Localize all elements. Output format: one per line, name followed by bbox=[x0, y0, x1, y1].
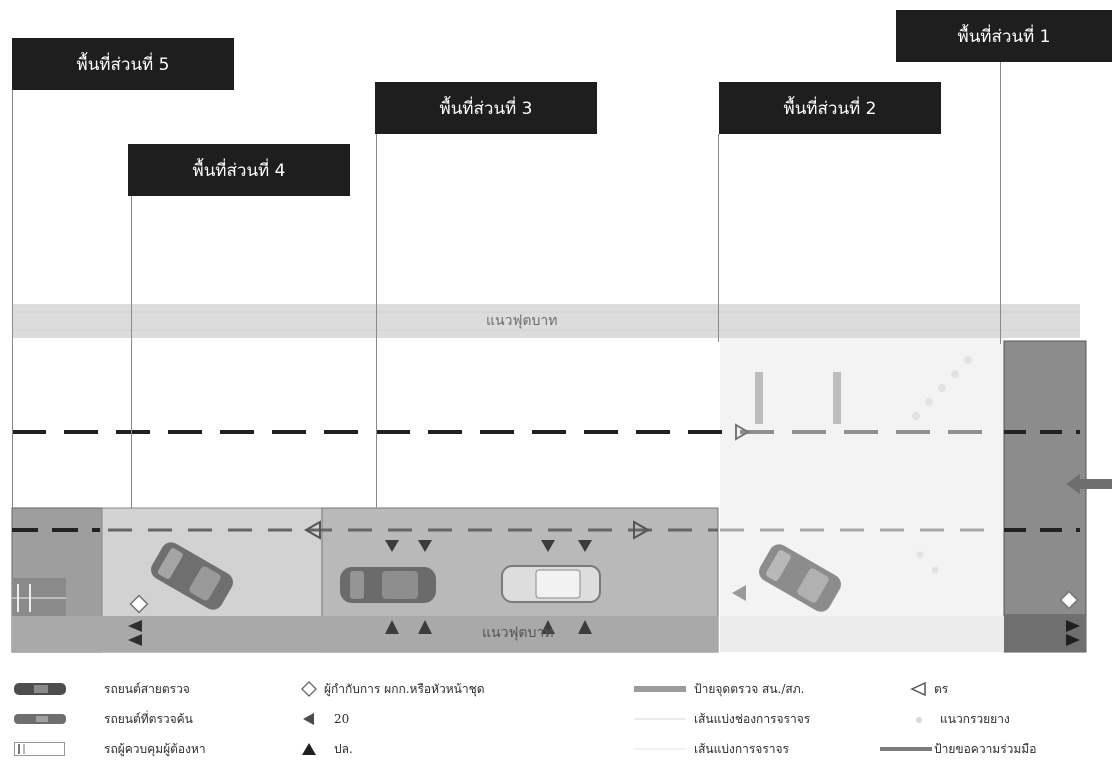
officer-arrow-1 bbox=[735, 423, 750, 441]
traffic-line-icon bbox=[634, 744, 686, 754]
leader-zone-2 bbox=[718, 134, 719, 342]
legend-label: แนวกรวยยาง bbox=[940, 711, 1010, 726]
warning-bar-icon bbox=[880, 744, 932, 754]
legend-item-checkpoint-sign: ป้ายจุดตรวจ สน./สภ. bbox=[634, 674, 804, 704]
officer-arrow-3 bbox=[633, 520, 651, 540]
zone-3-label: พื้นที่ส่วนที่ 3 bbox=[375, 82, 597, 134]
police-car-icon bbox=[14, 682, 66, 696]
legend-item-cone-line: แนวกรวยยาง bbox=[910, 704, 1010, 734]
legend-label: ผู้กำกับการ ผกก.หรือหัวหน้าชุด bbox=[324, 681, 485, 696]
legend-label: ป้ายขอความร่วมมือ bbox=[934, 741, 1037, 756]
checkpoint-diagram: พื้นที่ส่วนที่ 5 พื้นที่ส่วนที่ 4 พื้นที… bbox=[11, 10, 1112, 653]
sidewalk-bottom bbox=[12, 616, 718, 652]
legend-label: รถยนต์ที่ตรวจค้น bbox=[104, 711, 193, 726]
legend-label: ปล. bbox=[334, 741, 353, 756]
zone-4-label: พื้นที่ส่วนที่ 4 bbox=[128, 144, 350, 196]
road-layout bbox=[11, 304, 1112, 653]
zone-5-label: พื้นที่ส่วนที่ 5 bbox=[12, 38, 234, 90]
legend-item-commander: ผู้กำกับการ ผกก.หรือหัวหน้าชุด bbox=[300, 674, 485, 704]
legend-item-detention-vehicle: รถผู้ควบคุมผู้ต้องหา bbox=[14, 734, 206, 764]
sidewalk-bottom-faded bbox=[720, 616, 1004, 652]
cone-markers-right bbox=[1066, 620, 1080, 646]
legend-item-crowd-control: ปล. bbox=[300, 734, 353, 764]
legend-item-traffic-line: เส้นแบ่งการจราจร bbox=[634, 734, 789, 764]
patrol-car-zone3 bbox=[340, 567, 436, 603]
diamond-icon bbox=[300, 680, 318, 698]
sidewalk-top-label: แนวฟุตบาท bbox=[486, 313, 558, 329]
legend-item-lane-line: เส้นแบ่งช่องการจราจร bbox=[634, 704, 810, 734]
checkpoint-sign-2 bbox=[833, 372, 841, 424]
legend-label: ตร bbox=[934, 681, 949, 696]
zone-1-bottom-strip bbox=[1004, 614, 1086, 652]
legend-label: 20 bbox=[334, 712, 350, 726]
legend-label: เส้นแบ่งการจราจร bbox=[694, 741, 789, 756]
leader-zone-3 bbox=[376, 134, 377, 508]
officer-arrow-2 bbox=[303, 520, 321, 540]
legend-label: รถผู้ควบคุมผู้ต้องหา bbox=[104, 741, 206, 756]
zone-1-area bbox=[1003, 340, 1087, 653]
leader-zone-1 bbox=[1000, 60, 1001, 344]
detention-van-zone3 bbox=[501, 565, 601, 603]
entry-arrow bbox=[1066, 474, 1112, 494]
legend: รถยนต์สายตรวจ รถยนต์ที่ตรวจค้น รถผู้ควบค… bbox=[0, 668, 1112, 783]
detention-vehicle-zone5 bbox=[12, 578, 66, 616]
legend-item-checked-car: รถยนต์ที่ตรวจค้น bbox=[14, 704, 193, 734]
legend-label: ป้ายจุดตรวจ สน./สภ. bbox=[694, 681, 805, 696]
legend-label: เส้นแบ่งช่องการจราจร bbox=[694, 711, 811, 726]
checkpoint-sign-1 bbox=[755, 372, 763, 424]
sidewalk-bottom-label: แนวฟุตบาท bbox=[482, 625, 554, 641]
legend-label: รถยนต์สายตรวจ bbox=[104, 681, 190, 696]
checked-car-zone2 bbox=[759, 544, 841, 612]
cone-icon bbox=[300, 711, 318, 727]
legend-item-patrol-car: รถยนต์สายตรวจ bbox=[14, 674, 190, 704]
officer-arrow-4 bbox=[732, 585, 746, 601]
sign-bar-icon bbox=[634, 684, 686, 694]
officer-markers-up bbox=[385, 620, 592, 634]
cone-markers-left bbox=[128, 620, 142, 646]
van-icon bbox=[14, 741, 66, 757]
zone-1-label: พื้นที่ส่วนที่ 1 bbox=[896, 10, 1112, 62]
commander-marker-zone1 bbox=[1059, 590, 1079, 610]
lane-line-icon bbox=[634, 714, 686, 724]
officer-markers-down bbox=[385, 540, 592, 552]
legend-item-cones: 20 bbox=[300, 704, 349, 734]
zone-2-area bbox=[720, 338, 1004, 650]
car-icon bbox=[14, 712, 66, 726]
dot-icon bbox=[910, 711, 928, 727]
leader-zone-5 bbox=[12, 90, 13, 508]
cone-line-diagonal bbox=[912, 356, 972, 574]
checked-car-zone4 bbox=[151, 542, 233, 610]
sidewalk-top bbox=[12, 304, 1080, 338]
leader-zone-4 bbox=[131, 196, 132, 508]
legend-item-warning-sign: ป้ายขอความร่วมมือ bbox=[880, 734, 1036, 764]
triangle-icon bbox=[300, 741, 318, 757]
zone-2-label: พื้นที่ส่วนที่ 2 bbox=[719, 82, 941, 134]
commander-marker-zone4 bbox=[129, 594, 149, 614]
legend-item-officer: ตร bbox=[910, 674, 948, 704]
arrow-left-icon bbox=[910, 681, 928, 697]
